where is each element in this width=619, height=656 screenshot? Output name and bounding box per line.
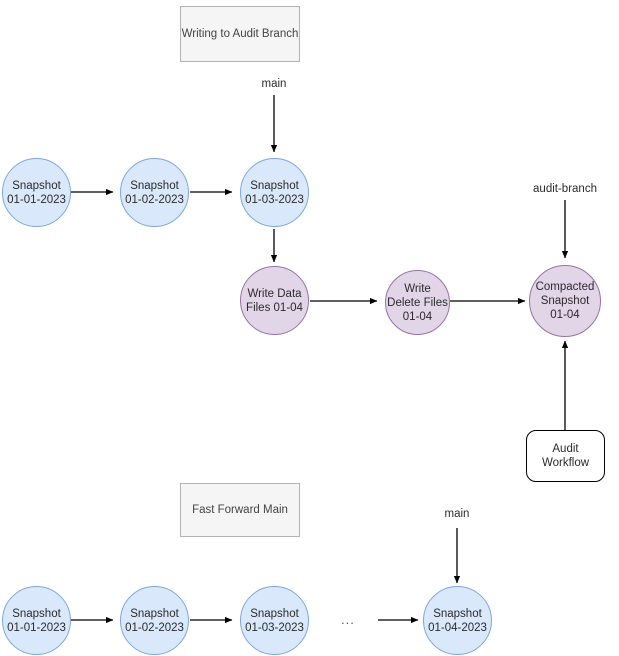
node-snapshot-01-01-2023-bottom[interactable]: Snapshot 01-01-2023 xyxy=(2,586,71,655)
node-write-delete-files-01-04-line2: Delete Files xyxy=(387,296,448,309)
branch-label-audit-branch: audit-branch xyxy=(510,182,619,196)
branch-label-main-bottom-text: main xyxy=(444,508,470,520)
node-compacted-snapshot-01-04[interactable]: Compacted Snapshot 01-04 xyxy=(529,265,601,337)
node-write-data-files-01-04-line2: Files 01-04 xyxy=(246,301,303,314)
node-snapshot-01-02-2023-bottom-line2: 01-02-2023 xyxy=(125,621,184,634)
node-snapshot-01-03-2023-bottom-line1: Snapshot xyxy=(250,607,299,620)
branch-label-main-bottom: main xyxy=(427,507,487,521)
node-snapshot-01-04-2023-bottom-line2: 01-04-2023 xyxy=(428,621,487,634)
node-write-data-files-01-04-line1: Write Data xyxy=(247,287,302,300)
ellipsis-text: ... xyxy=(341,612,355,627)
node-snapshot-01-01-2023-bottom-line1: Snapshot xyxy=(12,607,61,620)
title-box-fast-forward-main-label: Fast Forward Main xyxy=(192,504,288,516)
branch-label-main-top: main xyxy=(244,77,304,91)
ellipsis-indicator: ... xyxy=(341,612,355,627)
node-snapshot-01-04-2023-bottom-line1: Snapshot xyxy=(433,607,482,620)
node-compacted-snapshot-01-04-line2: Snapshot xyxy=(540,295,590,307)
node-audit-workflow[interactable]: Audit Workflow xyxy=(526,430,605,482)
node-snapshot-01-03-2023-top-line1: Snapshot xyxy=(250,179,299,192)
branch-label-main-top-text: main xyxy=(261,78,287,90)
node-snapshot-01-02-2023-top-line1: Snapshot xyxy=(130,179,179,192)
node-snapshot-01-03-2023-bottom-line2: 01-03-2023 xyxy=(245,621,304,634)
node-snapshot-01-04-2023-bottom[interactable]: Snapshot 01-04-2023 xyxy=(423,586,492,655)
node-snapshot-01-03-2023-top-line2: 01-03-2023 xyxy=(245,193,304,206)
title-box-fast-forward-main: Fast Forward Main xyxy=(180,483,300,537)
node-snapshot-01-03-2023-bottom[interactable]: Snapshot 01-03-2023 xyxy=(240,586,309,655)
title-box-writing-to-audit-branch: Writing to Audit Branch xyxy=(180,6,300,62)
node-snapshot-01-02-2023-bottom[interactable]: Snapshot 01-02-2023 xyxy=(120,586,189,655)
node-snapshot-01-01-2023-top-line2: 01-01-2023 xyxy=(7,193,66,206)
node-write-delete-files-01-04[interactable]: Write Delete Files 01-04 xyxy=(385,270,450,335)
node-snapshot-01-01-2023-top[interactable]: Snapshot 01-01-2023 xyxy=(2,158,71,227)
branch-label-audit-branch-text: audit-branch xyxy=(533,183,597,195)
node-audit-workflow-line2: Workflow xyxy=(541,457,590,469)
node-write-data-files-01-04[interactable]: Write Data Files 01-04 xyxy=(240,266,309,335)
node-write-delete-files-01-04-line3: 01-04 xyxy=(402,310,433,323)
title-box-writing-to-audit-branch-label: Writing to Audit Branch xyxy=(181,28,299,40)
node-compacted-snapshot-01-04-line1: Compacted xyxy=(535,281,595,293)
node-snapshot-01-02-2023-top-line2: 01-02-2023 xyxy=(125,193,184,206)
node-snapshot-01-02-2023-bottom-line1: Snapshot xyxy=(130,607,179,620)
node-compacted-snapshot-01-04-line3: 01-04 xyxy=(550,309,580,321)
node-snapshot-01-03-2023-top[interactable]: Snapshot 01-03-2023 xyxy=(240,158,309,227)
node-audit-workflow-line1: Audit xyxy=(552,443,579,455)
node-write-delete-files-01-04-line1: Write xyxy=(404,282,431,295)
node-snapshot-01-02-2023-top[interactable]: Snapshot 01-02-2023 xyxy=(120,158,189,227)
node-snapshot-01-01-2023-bottom-line2: 01-01-2023 xyxy=(7,621,66,634)
node-snapshot-01-01-2023-top-line1: Snapshot xyxy=(12,179,61,192)
